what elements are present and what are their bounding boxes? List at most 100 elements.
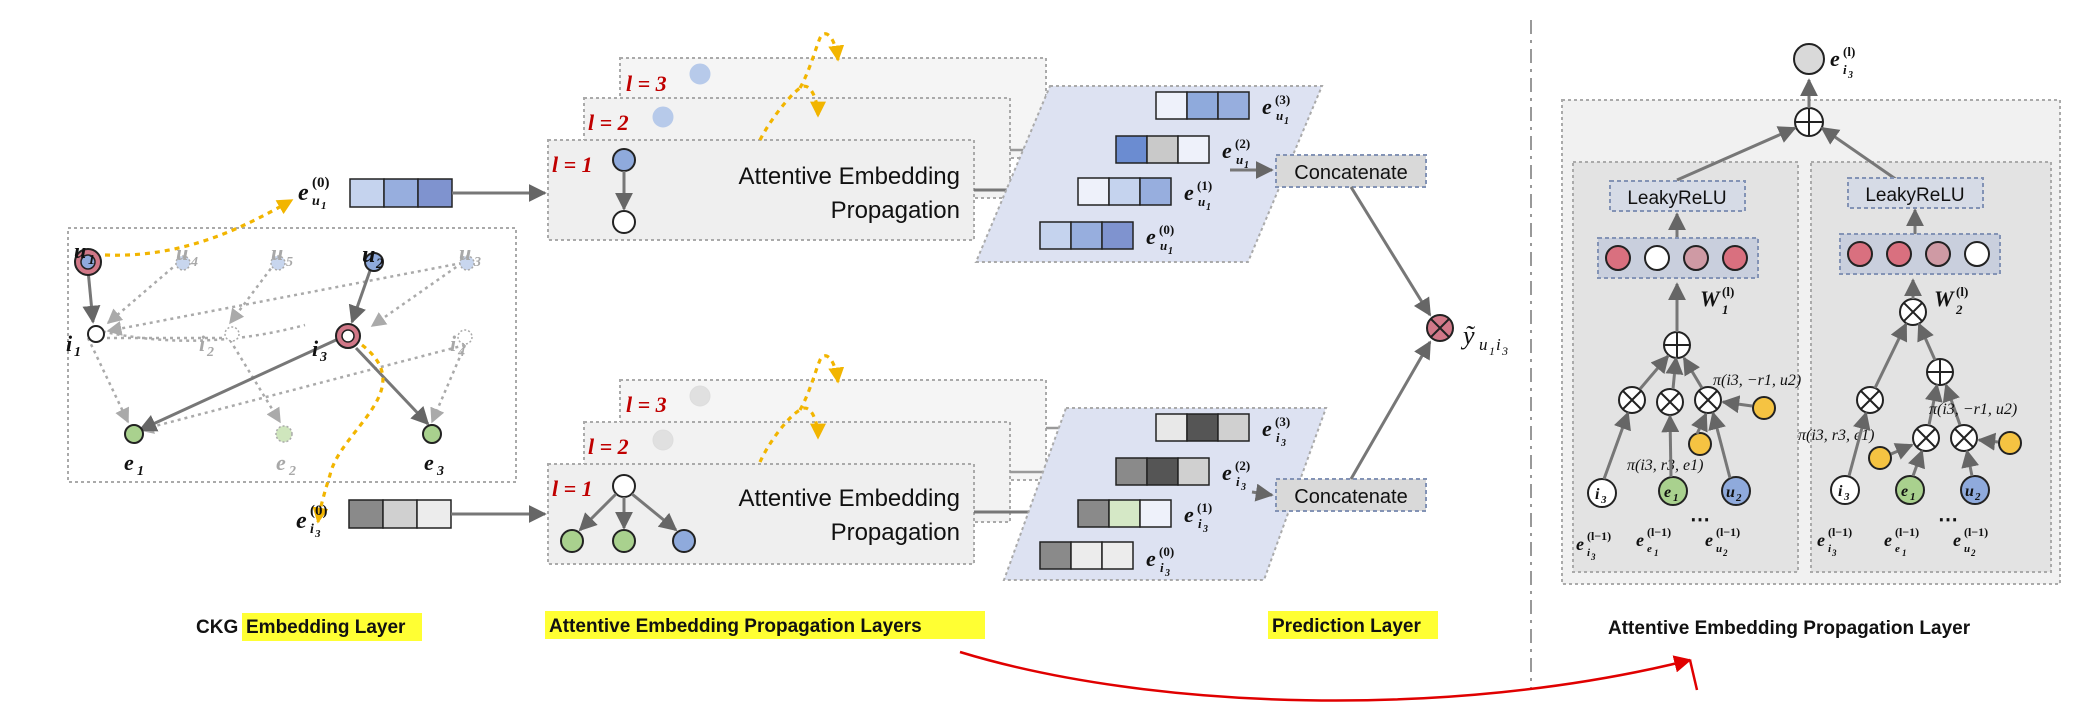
svg-text:3: 3 <box>1590 552 1596 562</box>
svg-text:3: 3 <box>1600 494 1607 506</box>
svg-text:1: 1 <box>137 464 144 479</box>
svg-text:1: 1 <box>1206 202 1211 213</box>
node-u4-label: u <box>176 240 188 265</box>
svg-text:1: 1 <box>1244 160 1249 171</box>
pi-label-left-bottom: π(i3, r3, e1) <box>1627 457 1703 474</box>
svg-text:(2): (2) <box>1235 458 1250 473</box>
svg-text:2: 2 <box>375 256 384 272</box>
svg-text:W: W <box>1934 286 1955 311</box>
aep-title-line2-item: Propagation <box>831 519 960 546</box>
layer-l3-label-item: l = 3 <box>626 392 667 417</box>
svg-text:u: u <box>1198 194 1205 209</box>
svg-text:i: i <box>1828 543 1832 555</box>
svg-text:1: 1 <box>1168 246 1173 257</box>
svg-text:i: i <box>1587 547 1591 559</box>
prediction-layer: Concatenate Concatenate ỹ u 1 i 3 <box>1230 154 1508 512</box>
svg-text:e: e <box>1184 502 1194 527</box>
svg-text:i: i <box>1838 483 1843 500</box>
node-i3-label: i <box>312 336 319 361</box>
svg-text:e: e <box>1884 530 1892 550</box>
node-u1-label: u <box>74 238 86 263</box>
svg-text:1: 1 <box>88 253 95 268</box>
svg-text:e: e <box>296 508 307 534</box>
node-i4-label: i <box>450 331 457 356</box>
svg-text:ỹ: ỹ <box>1460 321 1476 350</box>
svg-text:(0): (0) <box>1159 222 1174 237</box>
aep-title-line1-item: Attentive Embedding <box>739 485 960 512</box>
svg-text:i: i <box>1595 486 1600 503</box>
svg-text:3: 3 <box>314 528 321 540</box>
pi-label-left-top: π(i3, −r1, u2) <box>1713 372 1801 389</box>
red-annotation-arrow <box>959 650 1692 702</box>
node-u5-label: u <box>271 240 283 265</box>
svg-text:e: e <box>1817 530 1825 550</box>
svg-text:e: e <box>1647 543 1652 555</box>
layer-l2-label: l = 2 <box>588 110 629 135</box>
svg-text:(l−1): (l−1) <box>1587 529 1611 543</box>
svg-text:1: 1 <box>1902 548 1907 558</box>
svg-text:e: e <box>1222 460 1232 485</box>
svg-text:u: u <box>1716 543 1722 555</box>
svg-text:(0): (0) <box>312 175 330 191</box>
svg-text:5: 5 <box>286 255 293 270</box>
caption-prediction: Prediction Layer <box>1272 616 1421 637</box>
svg-text:3: 3 <box>1280 438 1286 449</box>
svg-text:3: 3 <box>319 350 327 365</box>
pi-label-right-top: π(i3, −r1, u2) <box>1929 401 2017 418</box>
svg-text:i: i <box>1160 560 1164 575</box>
svg-text:(0): (0) <box>1159 544 1174 559</box>
svg-text:3: 3 <box>1847 70 1853 81</box>
svg-text:3: 3 <box>1831 548 1837 558</box>
svg-text:e: e <box>1705 530 1713 550</box>
aep-title-line1: Attentive Embedding <box>739 163 960 190</box>
svg-text:2: 2 <box>288 464 296 479</box>
svg-text:1: 1 <box>1673 492 1679 504</box>
svg-text:(3): (3) <box>1275 92 1290 107</box>
svg-text:i: i <box>1496 335 1501 354</box>
node-i1-label: i <box>66 331 73 356</box>
svg-text:e: e <box>1262 416 1272 441</box>
svg-text:3: 3 <box>436 464 444 479</box>
svg-text:u: u <box>1236 152 1243 167</box>
svg-text:u: u <box>312 194 320 209</box>
svg-text:(2): (2) <box>1235 136 1250 151</box>
svg-text:(l−1): (l−1) <box>1964 525 1988 539</box>
pi-label-right-left: π(i3, r3, e1) <box>1798 427 1874 444</box>
svg-text:1: 1 <box>74 345 81 360</box>
item-initial-embedding: e (0) i 3 <box>296 499 547 540</box>
layer-l3-label: l = 3 <box>626 71 667 96</box>
captions: CKG Embedding Layer Attentive Embedding … <box>196 611 1971 641</box>
svg-text:i: i <box>310 522 314 537</box>
svg-text:1: 1 <box>1910 491 1916 503</box>
node-u3-label: u <box>459 240 471 265</box>
svg-text:e: e <box>1636 530 1644 550</box>
svg-text:i: i <box>1236 474 1240 489</box>
svg-text:(l−1): (l−1) <box>1647 525 1671 539</box>
svg-text:1: 1 <box>1722 302 1729 317</box>
ckg-panel: u 1 u 4 u 5 u 2 u 3 i 1 i 2 i 3 i 4 e 1 … <box>66 198 517 524</box>
svg-text:u: u <box>1726 484 1735 501</box>
svg-text:u: u <box>1479 335 1488 354</box>
svg-text:2: 2 <box>1955 302 1963 317</box>
user-initial-embedding: e (0) u 1 <box>298 175 547 212</box>
layer-l2-label-item: l = 2 <box>588 434 629 459</box>
svg-text:e: e <box>1953 530 1961 550</box>
node-e2-label: e <box>276 450 286 475</box>
svg-text:i: i <box>1198 516 1202 531</box>
layer-l1-label: l = 1 <box>552 152 593 177</box>
svg-text:(0): (0) <box>310 503 328 519</box>
aep-detail-panel: e (l) i 3 LeakyReLU LeakyReLU W(l)1 W(l)… <box>1561 43 2061 585</box>
node-e3-label: e <box>424 450 434 475</box>
svg-text:(l−1): (l−1) <box>1895 525 1919 539</box>
svg-text:u: u <box>1160 238 1167 253</box>
svg-text:(l−1): (l−1) <box>1716 525 1740 539</box>
svg-text:2: 2 <box>1970 548 1976 558</box>
node-e1-label: e <box>124 450 134 475</box>
svg-text:e: e <box>1146 546 1156 571</box>
svg-text:(1): (1) <box>1197 500 1212 515</box>
user-propagation-stack: l = 3 l = 2 l = 1 Attentive Embedding Pr… <box>547 32 1105 241</box>
svg-text:e: e <box>298 180 309 206</box>
svg-text:e: e <box>1146 224 1156 249</box>
svg-text:i: i <box>1276 430 1280 445</box>
